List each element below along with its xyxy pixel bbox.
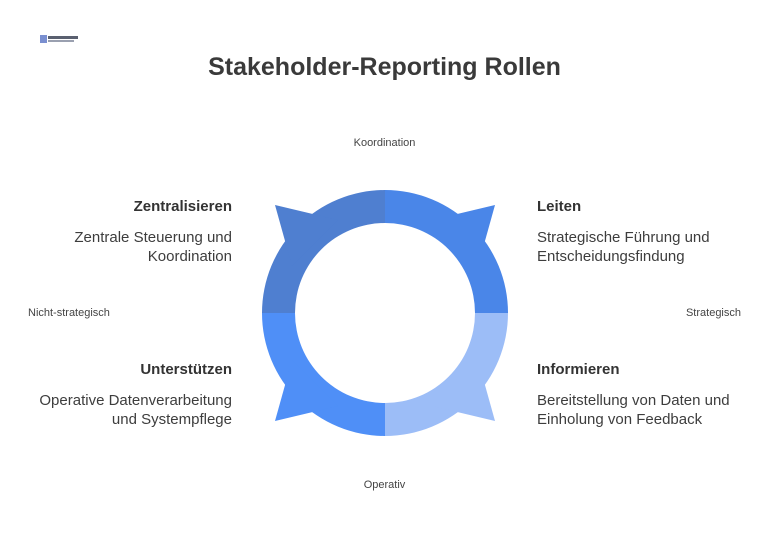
quadrant-heading: Informieren — [537, 361, 620, 378]
axis-label-bottom: Operativ — [363, 479, 406, 491]
page-title: Stakeholder-Reporting Rollen — [208, 53, 561, 81]
quadrant-description: Operative Datenverarbeitung und Systempf… — [39, 392, 232, 428]
quadrant-zentralisieren: Zentralisieren Zentrale Steuerung und Ko… — [12, 198, 232, 266]
quadrant-unterstuetzen: Unterstützen Operative Datenverarbeitung… — [12, 361, 232, 429]
quadrant-description: Strategische Führung und Entscheidungsfi… — [537, 229, 710, 265]
segment-bottom-left — [262, 313, 385, 436]
axis-label-top: Koordination — [353, 137, 416, 149]
arrowhead-top-right — [432, 205, 495, 266]
arrowhead-bottom-left — [275, 360, 338, 421]
segment-top-left — [262, 190, 385, 313]
quadrant-description: Bereitstellung von Daten und Einholung v… — [537, 392, 730, 428]
arrowhead-top-left — [275, 205, 338, 266]
axis-label-left: Nicht-strategisch — [28, 307, 110, 319]
quadrant-heading: Leiten — [537, 198, 582, 215]
segment-bottom-right — [385, 313, 508, 436]
brand-logo — [40, 35, 78, 43]
segment-top-right — [385, 190, 508, 313]
quadrant-heading: Unterstützen — [140, 361, 232, 378]
cycle-diagram — [262, 190, 508, 436]
arrowhead-bottom-right — [432, 360, 495, 421]
quadrant-leiten: Leiten Strategische Führung und Entschei… — [537, 198, 737, 266]
quadrant-informieren: Informieren Bereitstellung von Daten und… — [537, 361, 737, 429]
quadrant-heading: Zentralisieren — [133, 198, 232, 215]
quadrant-description: Zentrale Steuerung und Koordination — [74, 229, 232, 265]
axis-label-right: Strategisch — [685, 307, 741, 319]
